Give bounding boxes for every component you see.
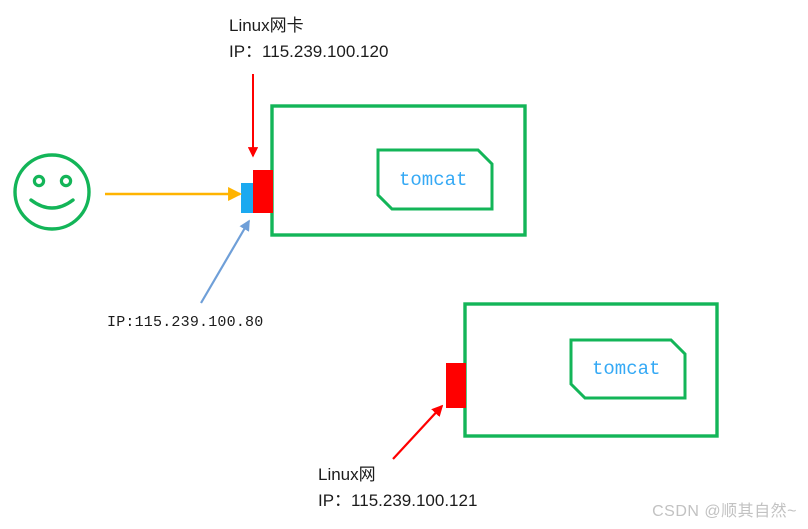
tomcat-label-bottom: tomcat — [592, 358, 661, 380]
smiley-face-icon — [13, 153, 91, 231]
network-card-red-icon-top — [253, 170, 273, 213]
tomcat-shape-top — [376, 148, 494, 211]
label-bottom-nic-ip: IP：115.239.100.121 — [318, 491, 478, 510]
tomcat-shape-bottom — [569, 338, 687, 400]
csdn-watermark: CSDN @顺其自然~ — [652, 503, 797, 520]
tomcat-label-top: tomcat — [399, 169, 468, 191]
network-card-red-icon-bottom — [446, 363, 466, 408]
red-arrow-to-bottom-nic — [392, 404, 444, 460]
label-middle-ip: IP:115.239.100.80 — [107, 314, 264, 331]
label-top-nic-title: Linux网卡 — [229, 16, 304, 35]
label-bottom-nic-title: Linux网 — [318, 465, 376, 484]
blue-arrow-to-virtual-ip — [200, 219, 250, 304]
label-top-nic-ip: IP：115.239.100.120 — [229, 42, 389, 61]
